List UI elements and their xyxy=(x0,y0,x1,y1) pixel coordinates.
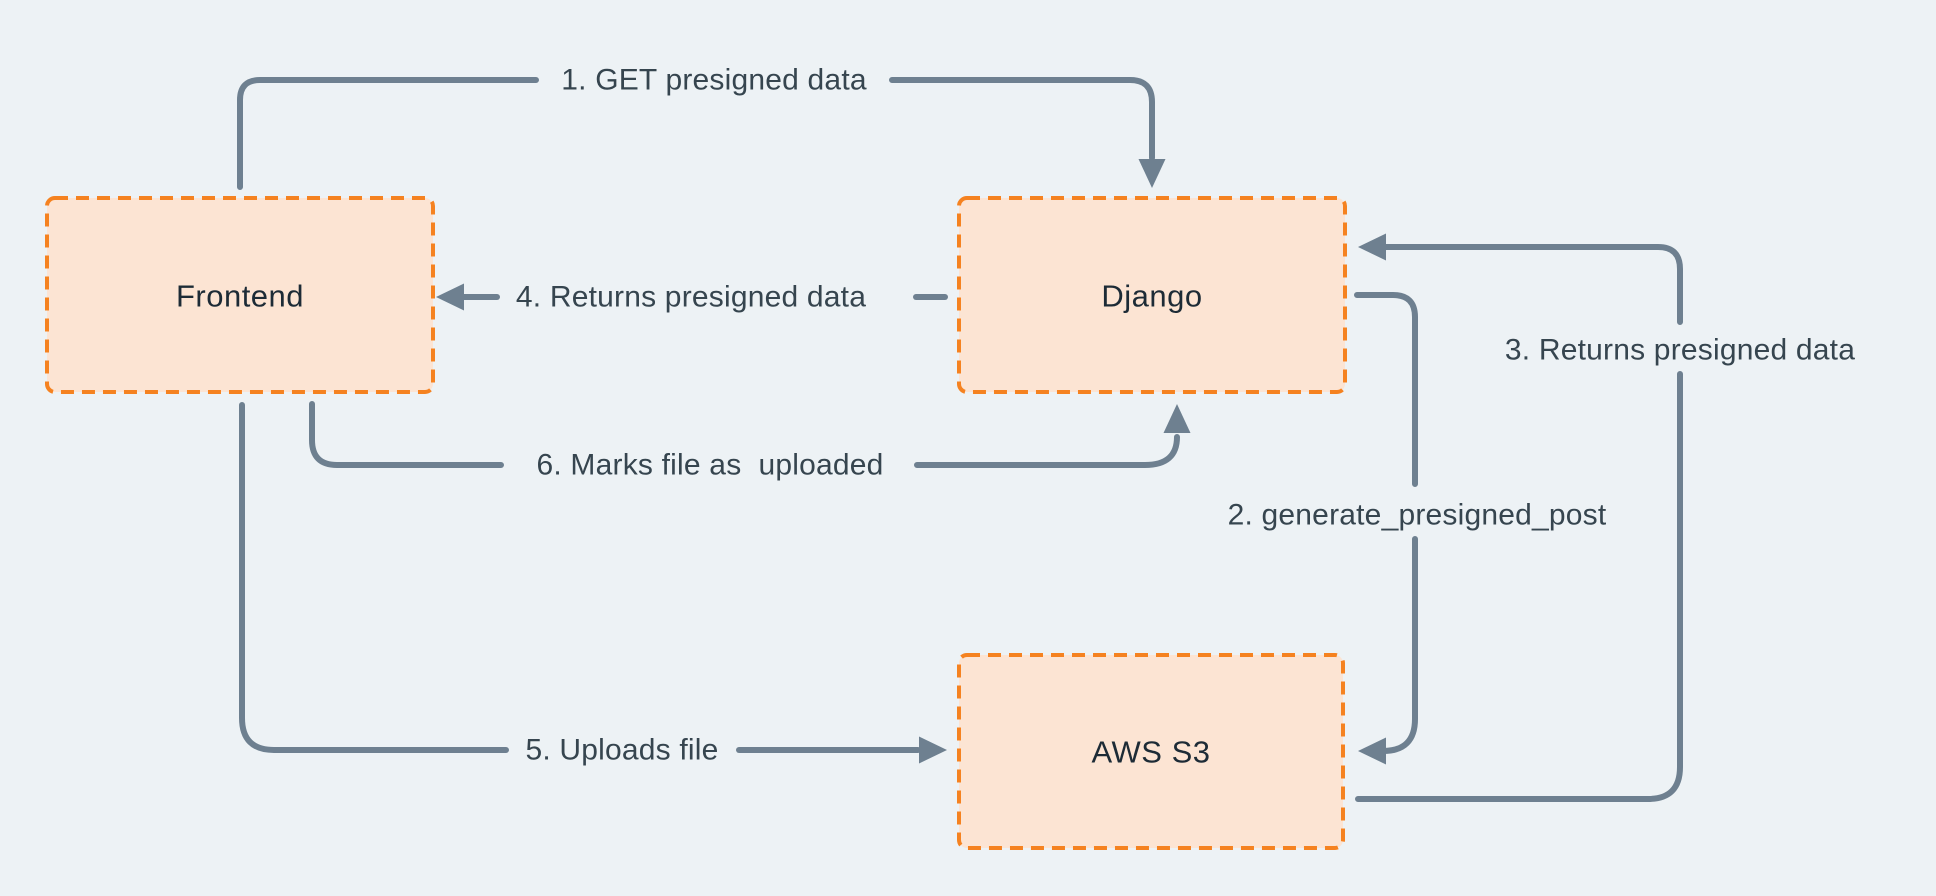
edge-2-path-bottom xyxy=(1380,536,1418,754)
edge-1-path-right xyxy=(889,77,1155,161)
node-aws-s3: AWS S3 xyxy=(957,653,1345,850)
edge-6-label: 6. Marks file as uploaded xyxy=(536,449,883,482)
edge-2-path-top xyxy=(1354,292,1418,487)
node-django-box xyxy=(957,196,1347,394)
edge-6-path-left xyxy=(309,401,504,468)
edge-5-uploads-file: 5. Uploads file xyxy=(239,402,947,767)
node-frontend-box xyxy=(45,196,435,394)
edge-1-get-presigned-data: 1. GET presigned data xyxy=(237,64,1166,190)
edge-2-arrowhead-left xyxy=(1358,737,1386,765)
edge-4-returns-presigned-data: 4. Returns presigned data xyxy=(436,281,948,314)
edge-6-marks-file-uploaded: 6. Marks file as uploaded xyxy=(309,401,1191,482)
node-django: Django xyxy=(957,196,1347,394)
edge-4-arrowhead-left xyxy=(436,283,464,311)
edge-3-path-bottom xyxy=(1355,371,1683,802)
edge-2-generate-presigned-post: 2. generate_presigned_post xyxy=(1228,292,1607,765)
edge-5-label: 5. Uploads file xyxy=(525,734,718,767)
edge-5-path-left xyxy=(239,402,509,753)
edge-3-label: 3. Returns presigned data xyxy=(1505,334,1855,367)
edge-6-arrowhead-up xyxy=(1163,404,1191,433)
edge-3-path-top xyxy=(1383,244,1683,325)
node-frontend: Frontend xyxy=(45,196,435,394)
edge-2-label: 2. generate_presigned_post xyxy=(1228,499,1607,532)
edge-1-label: 1. GET presigned data xyxy=(561,64,867,97)
node-aws-s3-label: AWS S3 xyxy=(1092,735,1211,770)
edge-3-returns-presigned-data: 3. Returns presigned data xyxy=(1355,233,1855,802)
edge-3-arrowhead-left xyxy=(1358,233,1386,261)
edge-6-path-right xyxy=(914,434,1180,468)
edge-1-arrowhead-down xyxy=(1138,159,1166,188)
edge-1-path-left xyxy=(237,77,539,190)
node-frontend-label: Frontend xyxy=(176,279,304,314)
node-aws-s3-box xyxy=(957,653,1345,850)
node-django-label: Django xyxy=(1101,279,1202,314)
edge-4-label: 4. Returns presigned data xyxy=(516,281,866,314)
edge-5-arrowhead-right xyxy=(919,736,947,764)
